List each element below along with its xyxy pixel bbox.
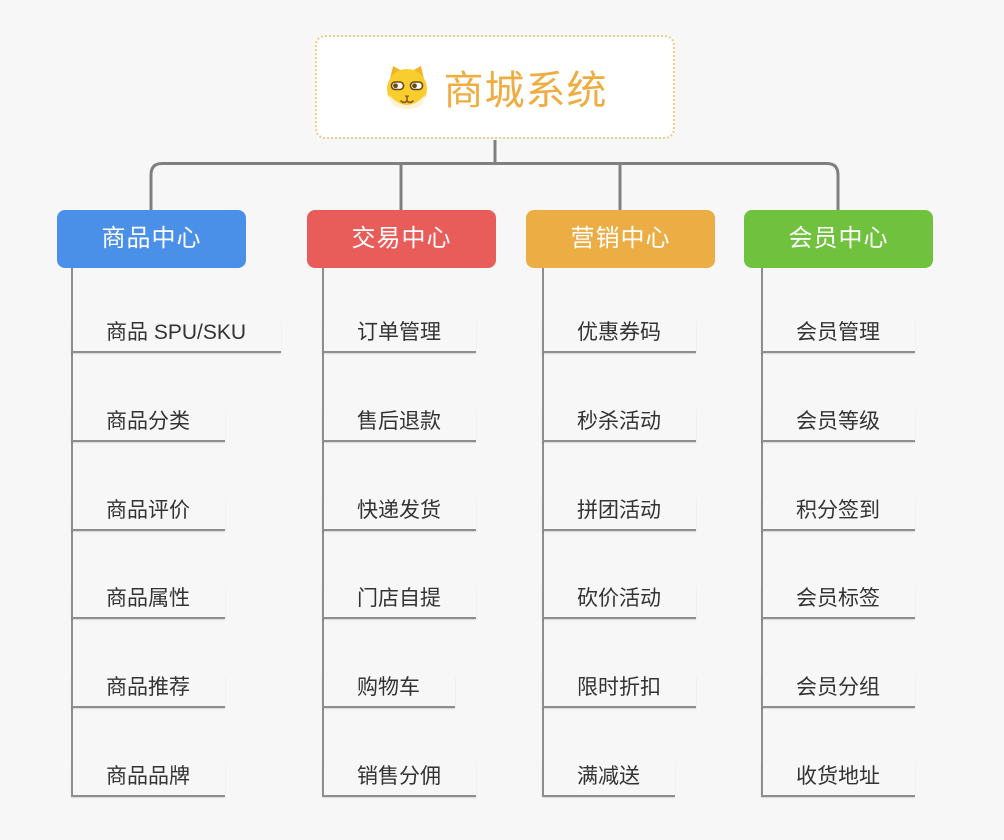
leaf-node[interactable]: 拼团活动 bbox=[542, 498, 696, 531]
branch-node-member-center[interactable]: 会员中心 bbox=[744, 210, 933, 268]
leaf-node[interactable]: 会员管理 bbox=[761, 320, 915, 353]
leaf-node[interactable]: 收货地址 bbox=[761, 764, 915, 797]
leaf-node[interactable]: 秒杀活动 bbox=[542, 409, 696, 442]
leaf-node[interactable]: 商品属性 bbox=[71, 586, 225, 619]
branch-node-marketing-center[interactable]: 营销中心 bbox=[526, 210, 715, 268]
root-title: 商城系统 bbox=[443, 69, 608, 113]
branch-connector-line bbox=[322, 268, 324, 797]
leaf-node[interactable]: 商品推荐 bbox=[71, 675, 225, 708]
leaf-node[interactable]: 订单管理 bbox=[322, 320, 476, 353]
leaf-node[interactable]: 会员等级 bbox=[761, 409, 915, 442]
branch-connector-line bbox=[71, 268, 73, 797]
branch-connector-line bbox=[761, 268, 763, 797]
leaf-node[interactable]: 积分签到 bbox=[761, 498, 915, 531]
leaf-node[interactable]: 砍价活动 bbox=[542, 586, 696, 619]
root-node[interactable]: 商城系统 bbox=[315, 35, 675, 139]
leaf-node[interactable]: 商品分类 bbox=[71, 409, 225, 442]
branch-connector-line bbox=[542, 268, 544, 797]
leaf-node[interactable]: 商品 SPU/SKU bbox=[71, 320, 282, 353]
dog-face-icon bbox=[383, 63, 431, 111]
leaf-node[interactable]: 限时折扣 bbox=[542, 675, 696, 708]
leaf-node[interactable]: 售后退款 bbox=[322, 409, 476, 442]
leaf-node[interactable]: 快递发货 bbox=[322, 498, 476, 531]
leaf-node[interactable]: 门店自提 bbox=[322, 586, 476, 619]
leaf-node[interactable]: 商品品牌 bbox=[71, 764, 225, 797]
leaf-node[interactable]: 销售分佣 bbox=[322, 764, 476, 797]
branch-frame-line bbox=[149, 162, 840, 210]
leaf-node[interactable]: 会员分组 bbox=[761, 675, 915, 708]
leaf-node[interactable]: 购物车 bbox=[322, 675, 455, 708]
branch-node-trade-center[interactable]: 交易中心 bbox=[307, 210, 496, 268]
leaf-node[interactable]: 优惠券码 bbox=[542, 320, 696, 353]
leaf-node[interactable]: 商品评价 bbox=[71, 498, 225, 531]
leaf-node[interactable]: 满减送 bbox=[542, 764, 675, 797]
leaf-node[interactable]: 会员标签 bbox=[761, 586, 915, 619]
branch-node-goods-center[interactable]: 商品中心 bbox=[57, 210, 246, 268]
